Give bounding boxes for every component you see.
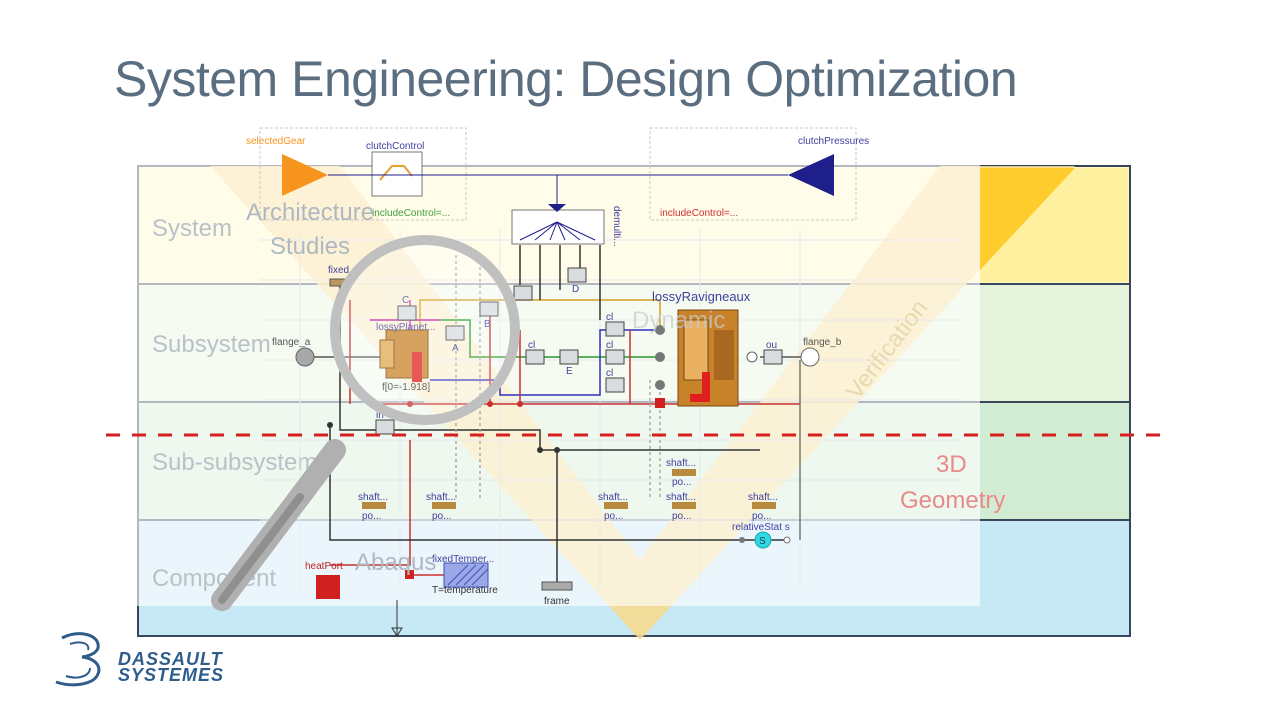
relative-states-sensor[interactable] xyxy=(754,531,772,549)
clutch-control-icon xyxy=(379,165,413,181)
control-box-left xyxy=(259,127,467,221)
geometry-label-line2: Geometry xyxy=(900,487,1005,514)
selected-gear-label: selectedGear xyxy=(246,136,306,147)
in-label: in xyxy=(376,410,384,421)
flange-b-label: flange_b xyxy=(803,337,842,348)
shaft-po-3: po... xyxy=(604,511,623,522)
shaft-po-1: po... xyxy=(362,511,381,522)
heat-port[interactable] xyxy=(316,575,340,599)
shaft-5[interactable] xyxy=(752,502,776,509)
clutch-group xyxy=(375,267,783,435)
include-control-left: includeControl=... xyxy=(372,208,450,219)
shaft-2[interactable] xyxy=(432,502,456,509)
logo-line1: DASSAULT xyxy=(118,649,223,669)
clutch-control-block[interactable] xyxy=(371,151,423,197)
frame-label: frame xyxy=(544,596,570,607)
demulti-label: demulti... xyxy=(611,206,622,247)
flange-a-label: flange_a xyxy=(272,337,311,348)
shaft-6[interactable] xyxy=(672,469,696,476)
lossy-planet-label: lossyPlanet... xyxy=(376,322,435,333)
fixed-temper-label: fixedTemper... xyxy=(432,554,494,565)
clutch-b[interactable] xyxy=(479,301,499,317)
clutch-f[interactable] xyxy=(513,285,533,301)
geometry-label-line1: 3D xyxy=(936,451,967,478)
shaft-4[interactable] xyxy=(672,502,696,509)
shaft-label-3: shaft... xyxy=(598,492,628,503)
lossy-ravigneaux-label: lossyRavigneaux xyxy=(652,289,751,304)
clutch-pressures-label: clutchPressures xyxy=(798,136,869,147)
clutch-e[interactable] xyxy=(559,349,579,365)
clutch-label-a: A xyxy=(452,343,459,354)
flange-a-connector[interactable] xyxy=(295,347,315,367)
shaft-3[interactable] xyxy=(604,502,628,509)
clutch-pressures-output[interactable] xyxy=(788,154,834,196)
dassault-logo: DASSAULT SYSTEMES xyxy=(52,630,252,690)
shaft-label-4: shaft... xyxy=(666,492,696,503)
relative-states-label: relativeStat s xyxy=(732,522,790,533)
shaft-label-1: shaft... xyxy=(358,492,388,503)
flange-b-connector[interactable] xyxy=(800,347,820,367)
level-label-sub-subsystem: Sub-subsystem xyxy=(152,449,317,476)
magnifier-icon xyxy=(211,235,520,611)
include-control-right: includeControl=... xyxy=(660,208,738,219)
shaft-po-2: po... xyxy=(432,511,451,522)
frame-connector[interactable] xyxy=(541,581,573,591)
ou-label: ou xyxy=(766,340,777,351)
slide-title: System Engineering: Design Optimization xyxy=(114,51,1018,107)
clutch-label-b: B xyxy=(484,319,491,330)
connection-nodes xyxy=(327,325,758,453)
shaft-label-2: shaft... xyxy=(426,492,456,503)
demultiplexer-block[interactable] xyxy=(511,209,605,245)
shaft-label-5: shaft... xyxy=(748,492,778,503)
clutch-cl-4[interactable] xyxy=(605,377,625,393)
clutch-label-cl-1: cl xyxy=(528,340,535,351)
dynamic-label: Dynamic xyxy=(632,307,725,334)
logo-line2: SYSTEMES xyxy=(118,665,225,685)
architecture-studies-line2: Studies xyxy=(270,233,350,260)
shaft-row xyxy=(362,469,776,509)
phi0-label: f[0=-1.918] xyxy=(382,382,430,393)
clutch-label-cl-4: cl xyxy=(606,368,613,379)
clutch-ou[interactable] xyxy=(763,349,783,365)
abaqus-label: Abaqus xyxy=(355,549,436,576)
clutch-label-e: E xyxy=(566,366,573,377)
clutch-control-label: clutchControl xyxy=(366,141,424,152)
3ds-logo-icon xyxy=(55,632,101,687)
fixed-label: fixed xyxy=(328,265,349,276)
selected-gear-input[interactable] xyxy=(282,154,328,196)
shaft-label-6: shaft... xyxy=(666,458,696,469)
clutch-label-cl-3: cl xyxy=(606,340,613,351)
control-box-right xyxy=(649,127,857,221)
clutch-cl-1[interactable] xyxy=(525,349,545,365)
shaft-po-6: po... xyxy=(672,477,691,488)
relative-states-symbol: S xyxy=(759,536,766,547)
architecture-studies-line1: Architecture xyxy=(246,199,374,226)
clutch-c[interactable] xyxy=(397,305,417,321)
clutch-a[interactable] xyxy=(445,325,465,341)
clutch-label-cl-2: cl xyxy=(606,312,613,323)
clutch-d[interactable] xyxy=(567,267,587,283)
demux-arrow-icon xyxy=(548,204,566,212)
level-label-system: System xyxy=(152,215,232,242)
clutch-label-d: D xyxy=(572,284,579,295)
clutch-label-c: C xyxy=(402,295,409,306)
shaft-po-5: po... xyxy=(752,511,771,522)
level-label-subsystem: Subsystem xyxy=(152,331,271,358)
clutch-cl-2[interactable] xyxy=(605,321,625,337)
shaft-1[interactable] xyxy=(362,502,386,509)
shaft-po-4: po... xyxy=(672,511,691,522)
heat-port-label: heatPort xyxy=(305,561,343,572)
clutch-in[interactable] xyxy=(375,419,395,435)
clutch-cl-3[interactable] xyxy=(605,349,625,365)
temperature-label: T=temperature xyxy=(432,585,498,596)
